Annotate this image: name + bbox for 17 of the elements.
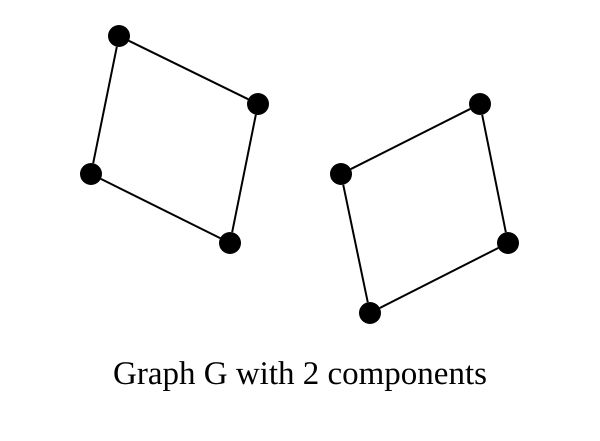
- graph-edge: [342, 184, 369, 302]
- graph-edge: [92, 46, 118, 164]
- caption: Graph G with 2 components: [113, 356, 487, 393]
- vertex-dot: [469, 93, 491, 115]
- vertex-dot: [247, 93, 269, 115]
- graph-edge: [128, 40, 249, 100]
- vertex-dot: [108, 25, 130, 47]
- graph-edge: [231, 114, 257, 232]
- vertex-dot: [359, 302, 381, 324]
- vertex-dot: [330, 163, 352, 185]
- vertex-dot: [80, 163, 102, 185]
- vertex-dot: [497, 232, 519, 254]
- graph-edge: [481, 114, 507, 232]
- graph-edge: [379, 247, 499, 309]
- graph-edge: [100, 178, 221, 239]
- vertex-dot: [219, 232, 241, 254]
- graph-edge: [350, 108, 471, 170]
